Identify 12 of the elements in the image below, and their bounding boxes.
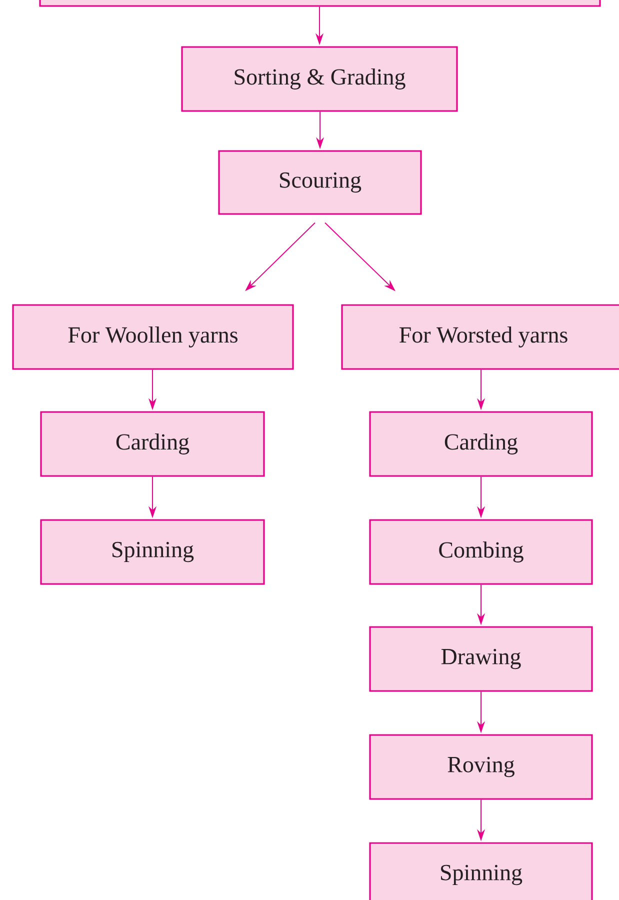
process-box: For Woollen yarns (12, 304, 294, 370)
process-box: Combing (369, 519, 593, 585)
process-box: Carding (40, 411, 265, 477)
process-box: Carding (369, 411, 593, 477)
process-box: Spinning (369, 842, 593, 900)
empty-box (39, 0, 601, 7)
process-box: Sorting & Grading (181, 46, 458, 112)
process-box: Drawing (369, 626, 593, 692)
process-box: For Worsted yarns (341, 304, 619, 370)
process-box: Spinning (40, 519, 265, 585)
process-box: Scouring (218, 150, 422, 215)
process-box: Roving (369, 734, 593, 800)
